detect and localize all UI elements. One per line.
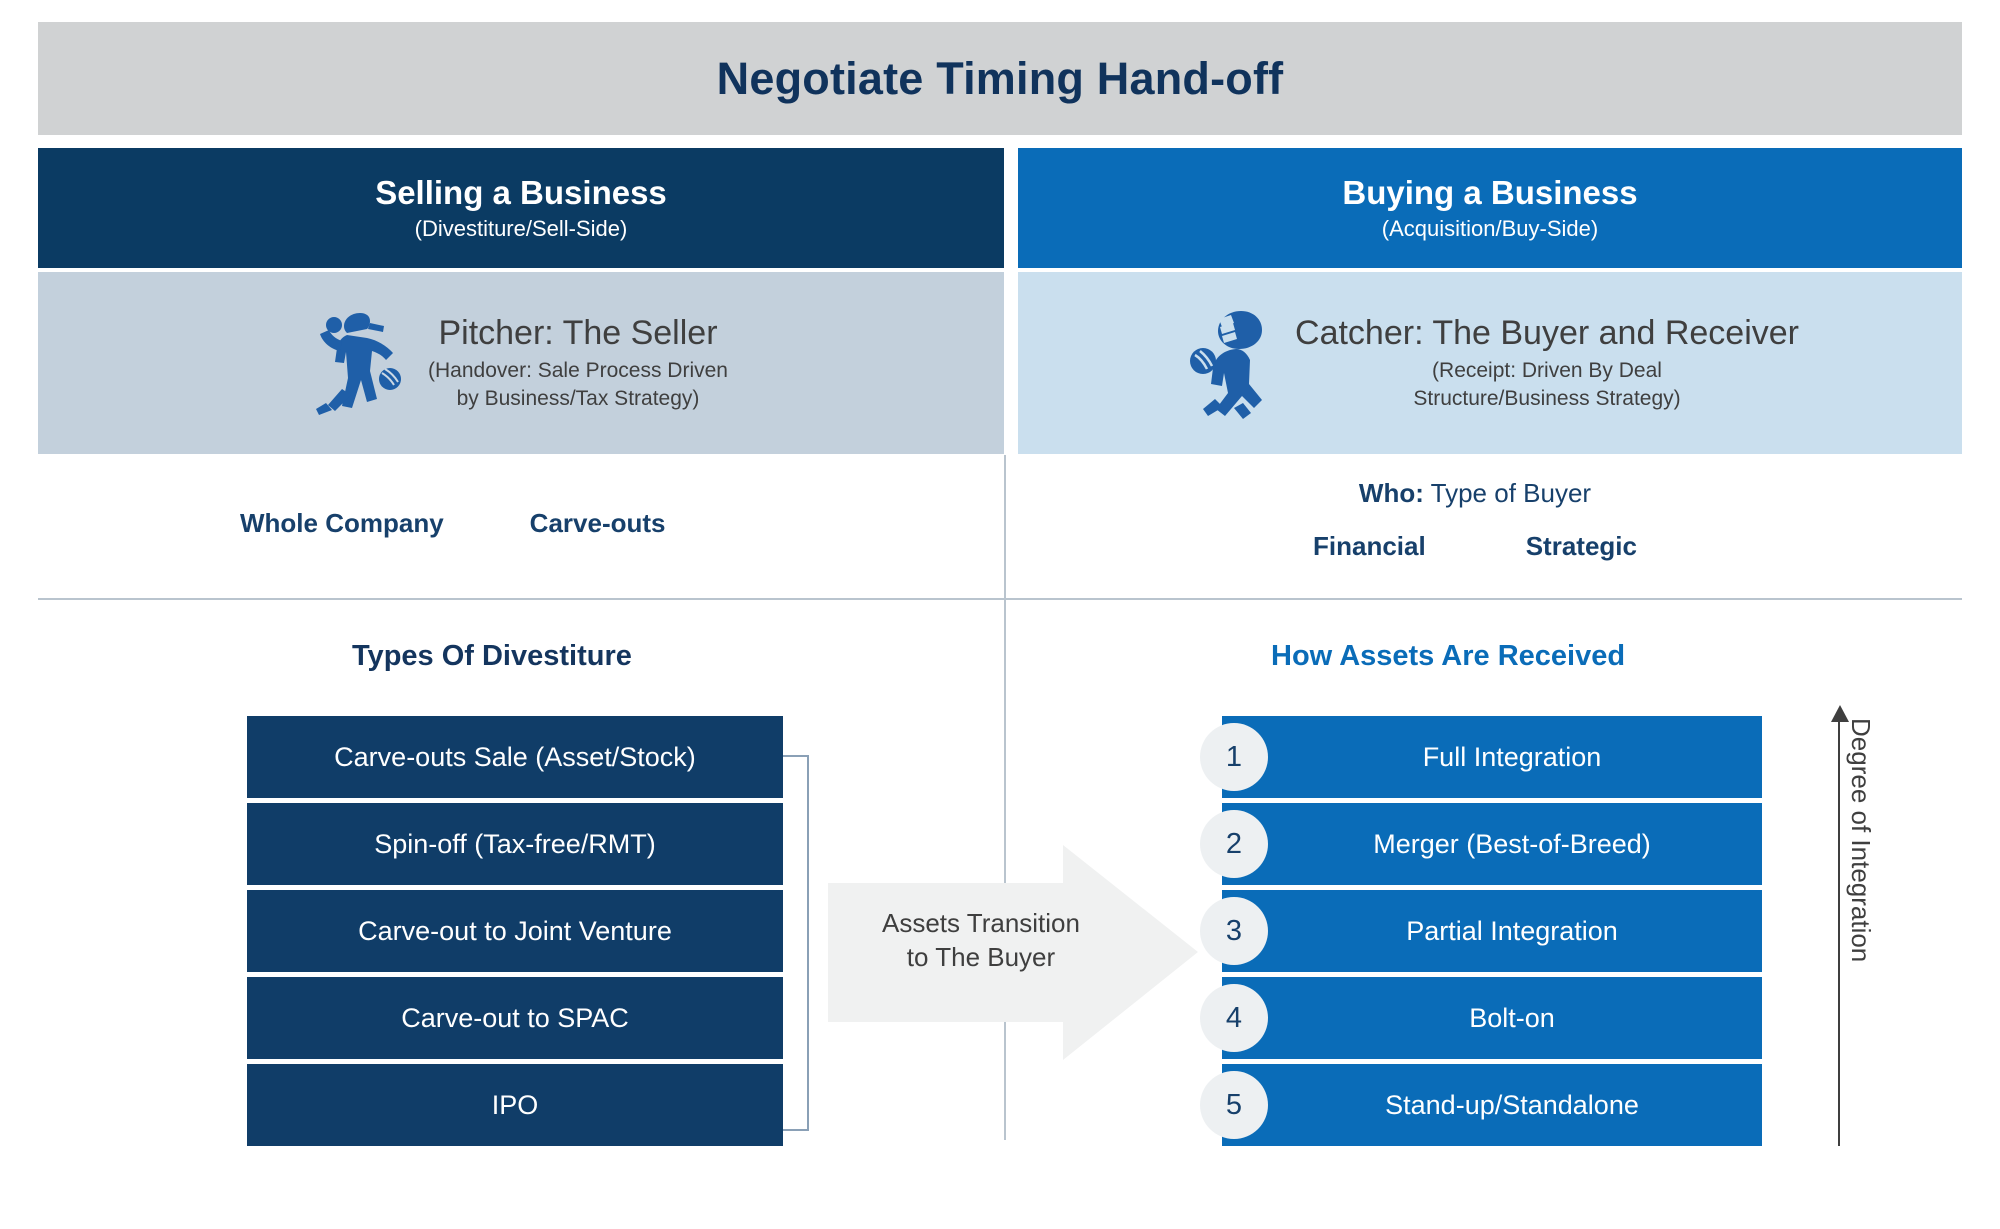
grouping-bracket [783,755,809,1131]
buyer-role-text: Catcher: The Buyer and Receiver (Receipt… [1295,314,1799,412]
buyer-role-subtitle: (Receipt: Driven By Deal Structure/Busin… [1295,357,1799,412]
buyer-type-group: Who: Type of Buyer Financial Strategic [1240,478,1710,562]
up-arrow-icon [1831,705,1849,722]
right-header-subtitle: (Acquisition/Buy-Side) [1381,216,1599,242]
section-title-divestiture: Types Of Divestiture [352,640,632,672]
sell-side-scope-labels: Whole Company Carve-outs [240,508,666,539]
buyer-type-financial: Financial [1313,531,1426,561]
left-header-title: Selling a Business [375,173,667,211]
right-column-header: Buying a Business (Acquisition/Buy-Side) [1018,148,1962,268]
assets-transition-label: Assets Transition to The Buyer [856,907,1106,975]
buyer-role-subtitle-line1: (Receipt: Driven By Deal [1432,359,1662,383]
buyer-type-strategic: Strategic [1525,531,1637,561]
divestiture-type-list: Carve-outs Sale (Asset/Stock) Spin-off (… [247,716,783,1151]
list-item-number: 1 [1200,723,1268,791]
list-item-number: 5 [1200,1071,1268,1139]
right-arrow-icon [828,845,1198,1060]
list-item[interactable]: Carve-outs Sale (Asset/Stock) [247,716,783,798]
vertical-divider-top [1004,455,1006,600]
seller-role-title: Pitcher: The Seller [438,314,718,353]
assets-transition-line1: Assets Transition [882,908,1080,938]
assets-transition-line2: to The Buyer [906,941,1056,972]
baseball-catcher-icon [1181,303,1277,423]
page-title: Negotiate Timing Hand-off [716,52,1284,104]
list-item[interactable]: Bolt-on 4 [1200,977,1762,1059]
list-item-label: Partial Integration [1406,915,1618,946]
baseball-pitcher-icon [314,303,410,423]
list-item[interactable]: Spin-off (Tax-free/RMT) [247,803,783,885]
seller-role-subtitle-line2: by Business/Tax Strategy) [456,386,700,410]
integration-axis-label: Degree of Integration [1846,718,1876,963]
list-item-label: Merger (Best-of-Breed) [1373,828,1651,859]
seller-role-subtitle-line1: (Handover: Sale Process Driven [428,359,728,383]
assets-transition-arrow: Assets Transition to The Buyer [828,845,1198,1060]
list-item-number: 4 [1200,984,1268,1052]
list-item-number: 2 [1200,810,1268,878]
seller-role-block: Pitcher: The Seller (Handover: Sale Proc… [38,272,1004,454]
list-item[interactable]: Carve-out to Joint Venture [247,890,783,972]
buyer-role-block: Catcher: The Buyer and Receiver (Receipt… [1018,272,1962,454]
integration-axis-line [1838,714,1840,1146]
who-line: Who: Type of Buyer [1240,478,1710,509]
horizontal-divider [38,598,1962,600]
seller-role-subtitle: (Handover: Sale Process Driven by Busine… [428,357,728,412]
seller-role-text: Pitcher: The Seller (Handover: Sale Proc… [428,314,728,412]
list-item-label: Bolt-on [1469,1002,1555,1033]
list-item[interactable]: IPO [247,1064,783,1146]
assets-received-list: Full Integration 1 Merger (Best-of-Breed… [1200,716,1762,1151]
buyer-role-subtitle-line2: Structure/Business Strategy) [1413,386,1681,410]
list-item[interactable]: Full Integration 1 [1200,716,1762,798]
list-item-number: 3 [1200,897,1268,965]
right-header-title: Buying a Business [1342,173,1638,211]
scope-label-carve-outs: Carve-outs [529,508,666,538]
who-value: Type of Buyer [1423,478,1592,508]
list-item-label: Stand-up/Standalone [1385,1089,1639,1120]
left-column-header: Selling a Business (Divestiture/Sell-Sid… [38,148,1004,268]
who-label: Who: [1358,478,1424,508]
vertical-divider-bottom [1004,600,1006,1140]
list-item[interactable]: Merger (Best-of-Breed) 2 [1200,803,1762,885]
buyer-role-title: Catcher: The Buyer and Receiver [1295,314,1799,353]
list-item-label: Full Integration [1422,741,1602,772]
section-title-assets-received: How Assets Are Received [1271,640,1626,672]
title-banner: Negotiate Timing Hand-off [38,22,1962,135]
list-item[interactable]: Carve-out to SPAC [247,977,783,1059]
left-header-subtitle: (Divestiture/Sell-Side) [414,216,628,242]
list-item[interactable]: Partial Integration 3 [1200,890,1762,972]
list-item[interactable]: Stand-up/Standalone 5 [1200,1064,1762,1146]
buyer-types-row: Financial Strategic [1240,531,1710,562]
scope-label-whole-company: Whole Company [240,508,444,538]
